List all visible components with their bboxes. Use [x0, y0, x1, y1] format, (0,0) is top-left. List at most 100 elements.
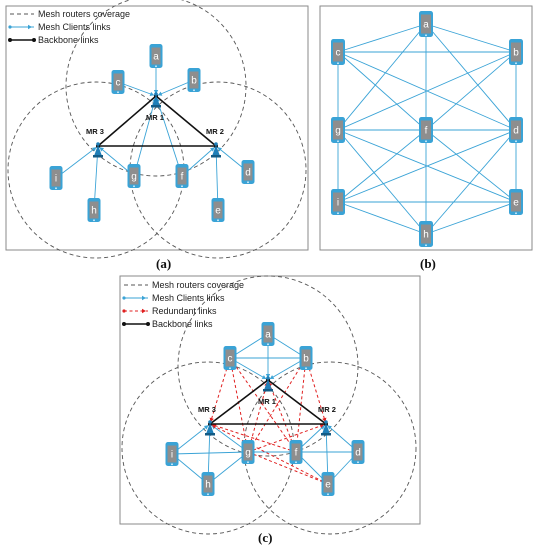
- device-button: [155, 65, 157, 68]
- client-link-arrow: [261, 375, 267, 379]
- legend-clients: Mesh Clients links: [122, 293, 225, 303]
- device-label: b: [303, 354, 309, 365]
- device-label: b: [513, 48, 519, 59]
- legend-dot: [32, 38, 36, 42]
- device-label: a: [153, 52, 159, 63]
- device-button: [515, 212, 517, 215]
- client-link-arrow: [269, 375, 275, 379]
- device-label: g: [245, 448, 251, 459]
- device-screen: [189, 71, 199, 89]
- device-label: f: [425, 126, 428, 137]
- device-e: e: [321, 472, 335, 496]
- device-screen: [151, 47, 161, 65]
- client-link-g: [133, 95, 157, 177]
- device-a: a: [261, 322, 275, 346]
- device-button: [327, 493, 329, 496]
- redundant-link-arrow: [211, 424, 217, 429]
- router-mr2: MR 2: [318, 405, 336, 436]
- client-link-arrow: [327, 425, 332, 430]
- device-button: [337, 140, 339, 143]
- device-screen: [213, 201, 223, 219]
- redundant-link-9: [247, 451, 329, 485]
- device-screen: [511, 120, 521, 140]
- router-tower: [212, 145, 220, 156]
- legend-label: Mesh Clients links: [152, 293, 225, 303]
- redundant-link-11: [247, 357, 307, 453]
- mesh-link-e-h: [425, 201, 517, 235]
- device-screen: [323, 475, 333, 493]
- router-mr1: MR 1: [146, 92, 164, 122]
- coverage-circle-mr1: [65, 0, 247, 177]
- device-screen: [167, 445, 177, 463]
- client-link-arrow: [217, 147, 223, 152]
- legend-redundant: Redundant links: [122, 306, 217, 316]
- device-label: h: [423, 230, 429, 241]
- device-screen: [129, 167, 139, 185]
- device-button: [117, 91, 119, 94]
- router-tower: [206, 423, 214, 434]
- backbone-mr1-mr2: [155, 95, 217, 147]
- device-screen: [51, 169, 61, 187]
- device-screen: [113, 73, 123, 91]
- router-base: [263, 389, 273, 392]
- device-f: f: [419, 117, 433, 143]
- device-button: [305, 367, 307, 370]
- router-base: [151, 105, 161, 108]
- legend-backbone: Backbone links: [8, 35, 99, 45]
- device-screen: [243, 443, 253, 461]
- router-antenna: [266, 376, 270, 380]
- device-h: h: [201, 472, 215, 496]
- legend-arrow: [28, 24, 32, 30]
- mesh-link-i-h: [337, 201, 427, 235]
- device-label: i: [55, 174, 57, 185]
- device-screen: [511, 42, 521, 62]
- legend-label: Mesh routers coverage: [38, 9, 130, 19]
- device-label: h: [91, 206, 97, 217]
- device-button: [247, 461, 249, 464]
- device-label: c: [228, 354, 233, 365]
- device-button: [267, 343, 269, 346]
- device-label: i: [171, 450, 173, 461]
- device-screen: [263, 325, 273, 343]
- device-d: d: [509, 117, 523, 143]
- device-e: e: [211, 198, 225, 222]
- device-a: a: [149, 44, 163, 68]
- router-antenna: [324, 420, 328, 424]
- device-h: h: [419, 221, 433, 247]
- device-button: [337, 62, 339, 65]
- device-screen: [225, 349, 235, 367]
- device-c: c: [331, 39, 345, 65]
- mesh-link-d-h: [425, 129, 517, 235]
- device-label: f: [295, 448, 298, 459]
- device-label: a: [423, 20, 429, 31]
- device-a: a: [419, 11, 433, 37]
- device-label: e: [325, 480, 331, 491]
- redundant-link-2: [229, 357, 249, 453]
- device-button: [207, 493, 209, 496]
- device-button: [229, 367, 231, 370]
- device-f: f: [289, 440, 303, 464]
- backbone-mr3-mr1: [97, 95, 157, 147]
- device-button: [93, 219, 95, 222]
- backbone-mr1-mr2: [267, 379, 327, 425]
- coverage-circle-mr1: [177, 275, 359, 457]
- backbone-mr3-mr1: [209, 379, 269, 425]
- client-link-f: [155, 95, 183, 177]
- device-h: h: [87, 198, 101, 222]
- client-link-arrow: [91, 147, 97, 152]
- router-label: MR 1: [258, 397, 276, 406]
- device-c: c: [223, 346, 237, 370]
- device-label: c: [116, 78, 121, 89]
- router-tower: [322, 423, 330, 434]
- legend-clients: Mesh Clients links: [8, 22, 111, 32]
- router-label: MR 3: [86, 127, 104, 136]
- redundant-link-3: [295, 357, 307, 453]
- device-screen: [333, 120, 343, 140]
- router-antenna: [214, 142, 218, 146]
- device-button: [55, 187, 57, 190]
- device-label: b: [191, 76, 197, 87]
- client-link-arrow: [210, 147, 215, 152]
- router-mr1: MR 1: [258, 376, 276, 406]
